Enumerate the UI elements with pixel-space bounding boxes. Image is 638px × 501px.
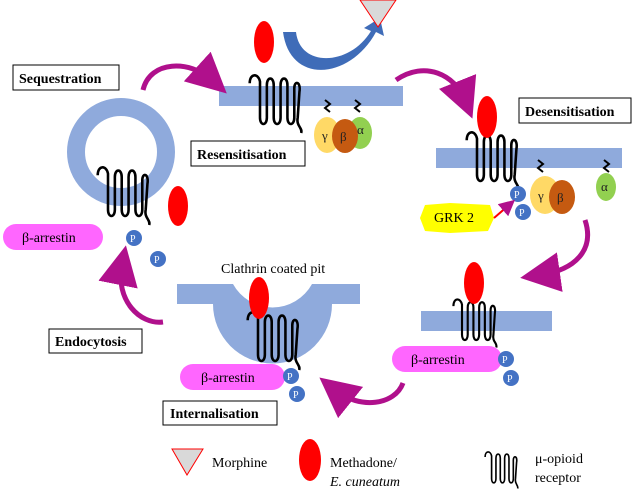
arrow-desens-to-arrestin	[520, 219, 591, 292]
svg-text:P: P	[507, 374, 513, 385]
legend-receptor: μ-opioid	[535, 452, 583, 467]
svg-text:P: P	[519, 208, 525, 219]
arrow-resens-to-desens	[394, 68, 477, 119]
membrane-desensitisation	[436, 148, 622, 168]
svg-text:E. cuneatum: E. cuneatum	[329, 475, 400, 490]
membrane-resensitisation	[219, 86, 403, 106]
phosphate-1: P	[130, 234, 136, 245]
legend-morphine: Morphine	[212, 456, 267, 471]
legend-methadone-icon	[299, 439, 321, 481]
label-resensitisation: Resensitisation	[197, 148, 287, 163]
label-sequestration: Sequestration	[19, 72, 102, 87]
svg-text:P: P	[287, 372, 293, 383]
svg-text:β-arrestin: β-arrestin	[22, 231, 76, 246]
arrow-endocytosis	[98, 245, 164, 325]
svg-text:γ: γ	[537, 188, 544, 203]
methadone-bound-desens	[477, 96, 497, 138]
beta-arrestin-free	[3, 224, 103, 250]
g-protein-gamma	[314, 117, 340, 153]
alpha-label: α	[357, 122, 364, 137]
svg-text:β: β	[557, 190, 564, 205]
svg-text:β-arrestin: β-arrestin	[201, 371, 255, 386]
label-endocytosis: Endocytosis	[55, 335, 127, 350]
gamma-label: γ	[321, 128, 328, 143]
phosphate-2: P	[154, 255, 160, 266]
arrow-arrestin-to-internal	[319, 377, 406, 419]
legend-methadone: Methadone/	[330, 456, 397, 471]
label-internalisation: Internalisation	[170, 407, 259, 422]
svg-text:α: α	[601, 179, 608, 194]
svg-text:P: P	[293, 390, 299, 401]
morphine-ligand	[359, 0, 397, 28]
methadone-ligand	[254, 21, 274, 63]
svg-text:P: P	[514, 190, 520, 201]
legend-receptor-icon	[484, 451, 519, 490]
svg-text:receptor: receptor	[535, 471, 581, 486]
clathrin-label: Clathrin coated pit	[221, 262, 325, 277]
beta-label: β	[340, 129, 347, 144]
membrane-arrestin	[421, 311, 552, 331]
legend-morphine-icon	[171, 448, 204, 476]
svg-text:β-arrestin: β-arrestin	[411, 353, 465, 368]
clathrin-pit-membrane	[177, 284, 360, 364]
arrow-seq-to-resens	[140, 51, 227, 94]
label-desensitisation: Desensitisation	[525, 105, 615, 120]
g-protein-beta	[332, 119, 358, 153]
svg-text:GRK 2: GRK 2	[434, 211, 474, 226]
grk2	[420, 203, 494, 233]
methadone-ligand-free	[168, 186, 188, 226]
svg-text:P: P	[502, 355, 508, 366]
blue-curved-arrow	[283, 18, 384, 70]
